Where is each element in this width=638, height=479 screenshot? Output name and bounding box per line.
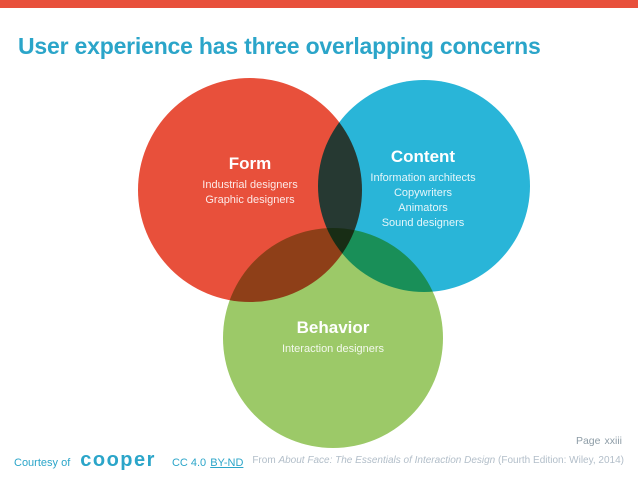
form-heading: Form bbox=[228, 154, 272, 173]
behavior-heading: Behavior bbox=[296, 318, 370, 337]
content-sublabel: Copywriters bbox=[393, 187, 453, 199]
cooper-logo: cooper bbox=[80, 449, 156, 471]
license-label: CC 4.0 bbox=[171, 457, 207, 469]
behavior-label-group: Behavior Interaction designers bbox=[282, 318, 384, 357]
form-sublabel: Industrial designers bbox=[202, 179, 298, 191]
content-heading: Content bbox=[390, 147, 456, 166]
source-citation: From About Face: The Essentials of Inter… bbox=[252, 455, 624, 466]
courtesy-label: Courtesy of bbox=[14, 457, 71, 469]
form-sublabel: Graphic designers bbox=[205, 194, 295, 206]
content-sublabel: Information architects bbox=[370, 172, 476, 184]
content-sublabel: Sound designers bbox=[381, 217, 465, 229]
behavior-sublabel: Interaction designers bbox=[281, 343, 385, 355]
page-title: User experience has three overlapping co… bbox=[18, 33, 541, 59]
source-book-title: About Face: The Essentials of Interactio… bbox=[278, 455, 496, 466]
page-number-value: xxiii bbox=[604, 435, 623, 447]
content-label-group: Content Information architects Copywrite… bbox=[370, 147, 475, 231]
content-sublabel: Animators bbox=[398, 202, 448, 214]
top-accent-bar bbox=[0, 0, 638, 8]
page-number-prefix: Page bbox=[575, 435, 601, 447]
by-nd-link[interactable]: BY-ND bbox=[210, 457, 244, 469]
footer-left: Courtesy of cooper CC 4.0 BY-ND bbox=[14, 450, 243, 470]
source-suffix: (Fourth Edition: Wiley, 2014) bbox=[495, 455, 624, 466]
source-prefix: From bbox=[252, 455, 279, 466]
form-label-group: Form Industrial designers Graphic design… bbox=[202, 154, 297, 208]
circle-behavior bbox=[223, 228, 443, 448]
